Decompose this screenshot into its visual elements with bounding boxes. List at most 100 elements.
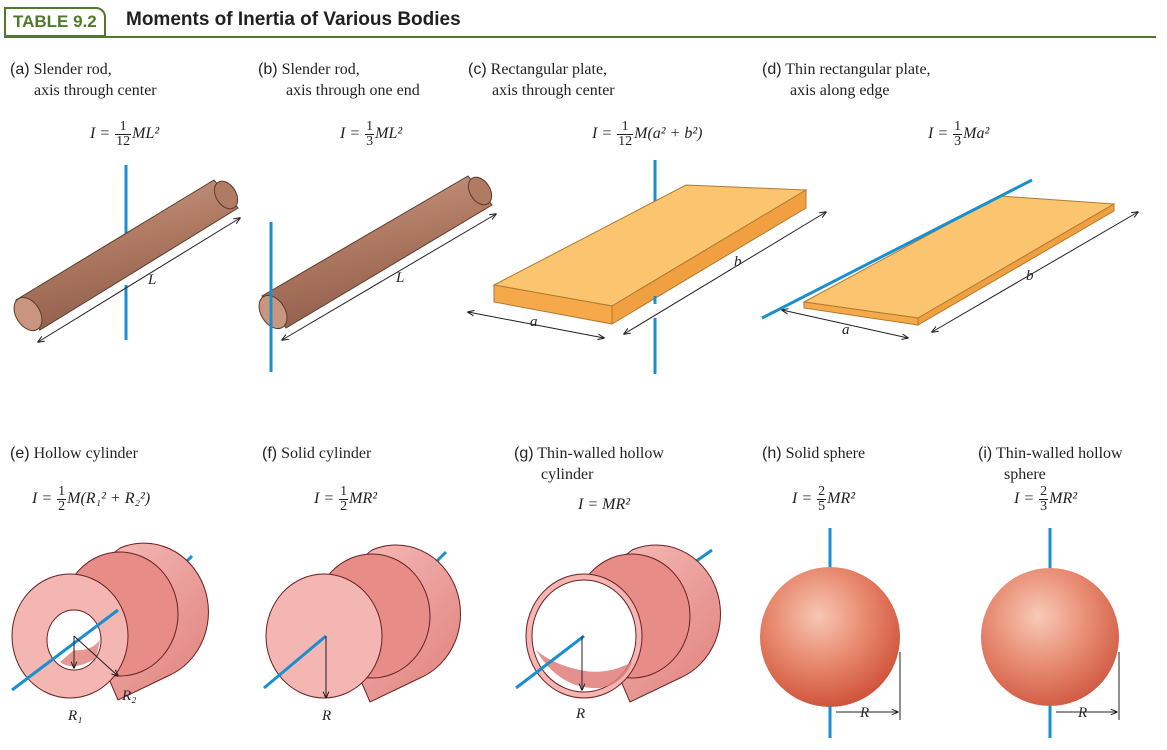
axis-e-front xyxy=(11,608,119,692)
formula-i-rest: MR² xyxy=(1049,490,1078,508)
label-a-L: L xyxy=(147,272,156,288)
panel-d-label: (d) Thin rectangular plate, axis along e… xyxy=(762,59,931,101)
label-e-R1: R₁ xyxy=(67,708,82,724)
formula-g: I = MR² xyxy=(578,496,630,514)
axis-g-front xyxy=(515,634,585,690)
panel-b-label: (b) Slender rod, axis through one end xyxy=(258,59,420,101)
thin-cylinder-figure: R xyxy=(515,544,721,722)
axis-f-front xyxy=(263,634,327,690)
rod-b-body xyxy=(261,175,493,329)
label-c-b: b xyxy=(734,254,742,270)
cyl-e-inner-shade xyxy=(60,640,100,667)
label-b-L: L xyxy=(395,270,404,286)
panel-e-line1: Hollow cylinder xyxy=(33,445,138,462)
panel-i-key: (i) xyxy=(978,445,993,462)
dim-a-length xyxy=(38,218,240,342)
panel-e-label: (e) Hollow cylinder xyxy=(10,443,138,464)
formula-a-rest: ML² xyxy=(132,125,160,143)
formula-f-prefix: I = xyxy=(314,490,339,508)
dim-b-length xyxy=(282,214,496,340)
formula-h-prefix: I = xyxy=(792,490,817,508)
formula-f-den: 2 xyxy=(340,499,348,514)
label-f-R: R xyxy=(321,708,331,724)
formula-d-rest: Ma² xyxy=(963,125,990,143)
panel-g-label: (g) Thin-walled hollow cylinder xyxy=(514,443,664,485)
formula-e-num: 1 xyxy=(57,484,67,500)
panel-a-key: (a) xyxy=(10,61,30,78)
formula-f-num: 1 xyxy=(339,484,349,500)
formula-c-num: 1 xyxy=(617,120,634,135)
panel-c-line2: axis through center xyxy=(492,82,615,99)
panel-b-key: (b) xyxy=(258,61,278,78)
table-header: TABLE 9.2 Moments of Inertia of Various … xyxy=(0,0,1160,40)
panel-i-label: (i) Thin-walled hollow sphere xyxy=(978,443,1123,485)
label-e-R2: R₂ xyxy=(121,688,136,704)
panel-a-label: (a) Slender rod, axis through center xyxy=(10,59,157,101)
radius-e-2 xyxy=(73,635,118,676)
panel-f-line1: Solid cylinder xyxy=(281,445,372,462)
formula-a-den: 12 xyxy=(116,134,131,149)
sphere-i xyxy=(981,568,1119,706)
formula-a-prefix: I = xyxy=(90,125,115,143)
formula-b-num: 1 xyxy=(365,119,375,135)
panel-c-key: (c) xyxy=(468,61,487,78)
formula-f-rest: MR² xyxy=(349,490,378,508)
solid-sphere-figure: R xyxy=(760,528,901,738)
formula-a-num: 1 xyxy=(115,120,132,135)
panel-d-key: (d) xyxy=(762,61,782,78)
panel-d-line2: axis along edge xyxy=(790,82,890,99)
solid-cylinder-figure: R xyxy=(263,544,461,724)
formula-c-rest: M(a² + b²) xyxy=(634,125,703,143)
panel-i-line2: sphere xyxy=(1004,466,1046,483)
plate-edge-figure: a b xyxy=(761,178,1138,338)
sphere-h xyxy=(760,567,900,707)
panel-h-line1: Solid sphere xyxy=(785,445,866,462)
panel-g-line1: Thin-walled hollow xyxy=(537,445,664,462)
panel-c-label: (c) Rectangular plate, axis through cent… xyxy=(468,59,615,101)
panel-c-line1: Rectangular plate, xyxy=(490,61,608,78)
formula-g-prefix: I = xyxy=(578,496,603,513)
formula-d-prefix: I = xyxy=(928,125,953,143)
plate-center-figure: a b xyxy=(468,160,826,374)
dim-c-b xyxy=(624,212,826,334)
formula-g-rest: MR² xyxy=(602,496,631,513)
formula-d-num: 1 xyxy=(953,119,963,135)
label-h-R: R xyxy=(859,705,869,721)
formula-b-prefix: I = xyxy=(340,125,365,143)
hollow-cylinder-figure: R₁ R₂ xyxy=(11,542,209,724)
panel-g-key: (g) xyxy=(514,445,534,462)
hollow-sphere-figure: R xyxy=(981,528,1120,738)
dim-d-a xyxy=(782,310,908,338)
panel-g-line2: cylinder xyxy=(541,466,594,483)
formula-c-prefix: I = xyxy=(592,125,617,143)
table-tag: TABLE 9.2 xyxy=(4,7,106,37)
table-title: Moments of Inertia of Various Bodies xyxy=(126,9,461,30)
dim-c-a xyxy=(468,312,604,338)
panel-d-line1: Thin rectangular plate, xyxy=(785,61,931,78)
formula-e-prefix: I = xyxy=(32,490,57,508)
panel-h-key: (h) xyxy=(762,445,782,462)
formula-e-den: 2 xyxy=(58,499,66,514)
formula-b-den: 3 xyxy=(366,134,374,149)
cyl-g-inner-shade xyxy=(536,650,632,689)
panel-f-key: (f) xyxy=(262,445,278,462)
formula-h-num: 2 xyxy=(817,484,827,500)
axis-d xyxy=(761,178,1033,320)
panel-h-label: (h) Solid sphere xyxy=(762,443,865,464)
formula-e-rest: M(R₁² + R₂²) xyxy=(67,490,151,508)
panel-e-key: (e) xyxy=(10,445,30,462)
panel-i-line1: Thin-walled hollow xyxy=(995,445,1123,462)
